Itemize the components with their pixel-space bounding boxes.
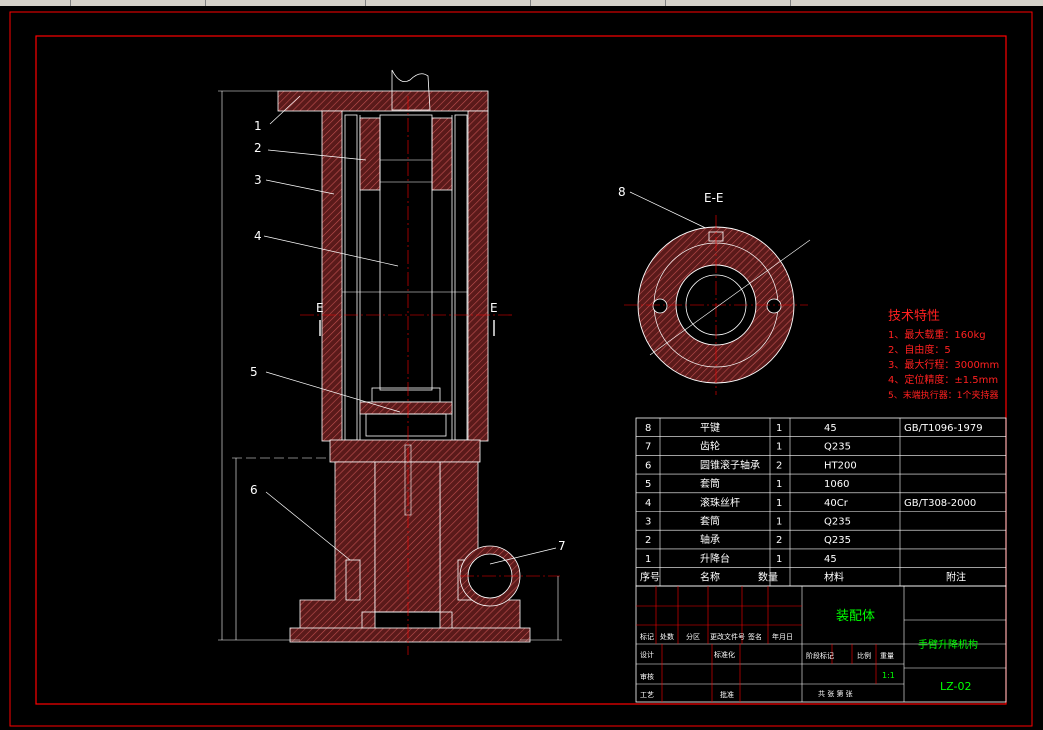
title-block: 装配体 手臂升降机构 LZ-02 1:1 比例 共 张 第 张 标记 处数 分区… — [635, 585, 1007, 703]
tb-label-mark: 标记 — [640, 632, 654, 641]
project-name: 手臂升降机构 — [918, 638, 978, 651]
section-mark-right: E — [490, 301, 498, 315]
bom-cell-name: 套筒 — [700, 477, 720, 490]
drawing-number: LZ-02 — [940, 680, 971, 693]
bom-cell-no: 8 — [645, 423, 651, 434]
tab-1[interactable] — [0, 0, 71, 6]
tb-label-sign: 签名 — [748, 632, 762, 641]
bom-cell-material: 40Cr — [824, 498, 849, 509]
bom-cell-material: 45 — [824, 554, 837, 565]
bom-cell-material: HT200 — [824, 460, 857, 471]
bom-cell-no: 7 — [645, 442, 651, 453]
bom-cell-qty: 1 — [776, 554, 782, 565]
tab-6[interactable] — [665, 0, 791, 6]
inner-frame — [35, 35, 1007, 705]
bom-cell-material: 45 — [824, 423, 837, 434]
tb-label-stage: 阶段标记 — [806, 651, 834, 660]
bom-cell-name: 圆锥滚子轴承 — [700, 458, 760, 471]
bom-cell-qty: 1 — [776, 498, 782, 509]
bom-cell-no: 4 — [645, 498, 651, 509]
tb-label-change-doc: 更改文件号 — [710, 632, 745, 641]
bom-cell-qty: 1 — [776, 517, 782, 528]
bom-cell-no: 6 — [645, 460, 651, 471]
bom-cell-qty: 2 — [776, 535, 782, 546]
tab-4[interactable] — [365, 0, 531, 6]
bom-cell-qty: 1 — [776, 423, 782, 434]
callout-2: 2 — [254, 141, 262, 155]
callout-7: 7 — [558, 539, 566, 553]
cad-drawing-canvas[interactable]: E E 1 2 3 4 5 6 7 8 E-E 技 — [0, 6, 1043, 730]
section-view-ee: E-E — [624, 191, 811, 395]
tech-line-1: 1、最大载重：160kg — [888, 328, 986, 341]
bom-cell-note: GB/T1096-1979 — [904, 423, 983, 434]
bom-cell-no: 2 — [645, 535, 651, 546]
bom-cell-qty: 1 — [776, 479, 782, 490]
tech-title: 技术特性 — [888, 309, 940, 324]
bom-cell-name: 滚珠丝杆 — [700, 496, 740, 509]
tab-5[interactable] — [530, 0, 666, 6]
tech-line-5: 5、末端执行器：1个夹持器 — [888, 389, 998, 401]
tech-specs: 技术特性 1、最大载重：160kg 2、自由度：5 3、最大行程：3000mm … — [888, 309, 999, 401]
window-tab-strip — [0, 0, 1043, 6]
tb-label-approve: 批准 — [720, 690, 734, 699]
tab-2[interactable] — [70, 0, 206, 6]
outer-frame — [9, 11, 1033, 727]
bom-cell-material: 1060 — [824, 479, 849, 490]
bom-cell-qty: 1 — [776, 442, 782, 453]
bom-header-cell: 序号 — [640, 571, 660, 584]
bom-header-cell: 数量 — [758, 571, 778, 584]
view-label: E-E — [704, 191, 724, 205]
section-marks: E E — [316, 301, 498, 336]
bom-cell-name: 齿轮 — [700, 440, 720, 453]
scale-value: 1:1 — [882, 671, 895, 680]
bom-cell-material: Q235 — [824, 517, 851, 528]
tb-label-weight: 重量 — [880, 652, 894, 660]
callout-4: 4 — [254, 229, 262, 243]
bom-cell-no: 3 — [645, 517, 651, 528]
callout-8: 8 — [618, 185, 626, 199]
tech-line-4: 4、定位精度：±1.5mm — [888, 373, 998, 386]
bom-cell-name: 套筒 — [700, 515, 720, 528]
bom-cell-qty: 2 — [776, 460, 782, 471]
bom-header-cell: 名称 — [700, 571, 720, 584]
tab-3[interactable] — [205, 0, 366, 6]
bom-cell-material: Q235 — [824, 442, 851, 453]
bom-cell-material: Q235 — [824, 535, 851, 546]
callout-numbers: 1 2 3 4 5 6 7 8 — [250, 119, 626, 553]
tb-label-date: 年月日 — [772, 632, 793, 641]
bom-cell-name: 轴承 — [700, 533, 720, 546]
bom-cell-name: 平键 — [700, 421, 720, 434]
tb-label-count: 处数 — [660, 632, 674, 641]
bom-cell-name: 升降台 — [700, 552, 730, 565]
callout-5: 5 — [250, 365, 258, 379]
drawing-title: 装配体 — [836, 609, 875, 624]
section-view — [218, 69, 562, 655]
tb-label-review: 审核 — [640, 672, 654, 681]
callout-3: 3 — [254, 173, 262, 187]
bom-cell-no: 5 — [645, 479, 651, 490]
bom-cell-note: GB/T308-2000 — [904, 498, 976, 509]
tb-label-process: 工艺 — [640, 691, 654, 699]
tb-label-standard: 标准化 — [714, 650, 735, 659]
section-mark-left: E — [316, 301, 324, 315]
callout-6: 6 — [250, 483, 258, 497]
scale-label: 比例 — [857, 651, 871, 660]
callout-1: 1 — [254, 119, 262, 133]
callout-leaders — [263, 95, 715, 565]
bom-cell-no: 1 — [645, 554, 651, 565]
bom-header-cell: 附注 — [946, 571, 966, 584]
tech-line-2: 2、自由度：5 — [888, 343, 951, 356]
bom-header-cell: 材料 — [824, 571, 844, 584]
tb-label-zone: 分区 — [686, 632, 700, 641]
sheet-count: 共 张 第 张 — [818, 689, 853, 698]
tb-label-design: 设计 — [640, 650, 654, 659]
tech-line-3: 3、最大行程：3000mm — [888, 358, 999, 371]
